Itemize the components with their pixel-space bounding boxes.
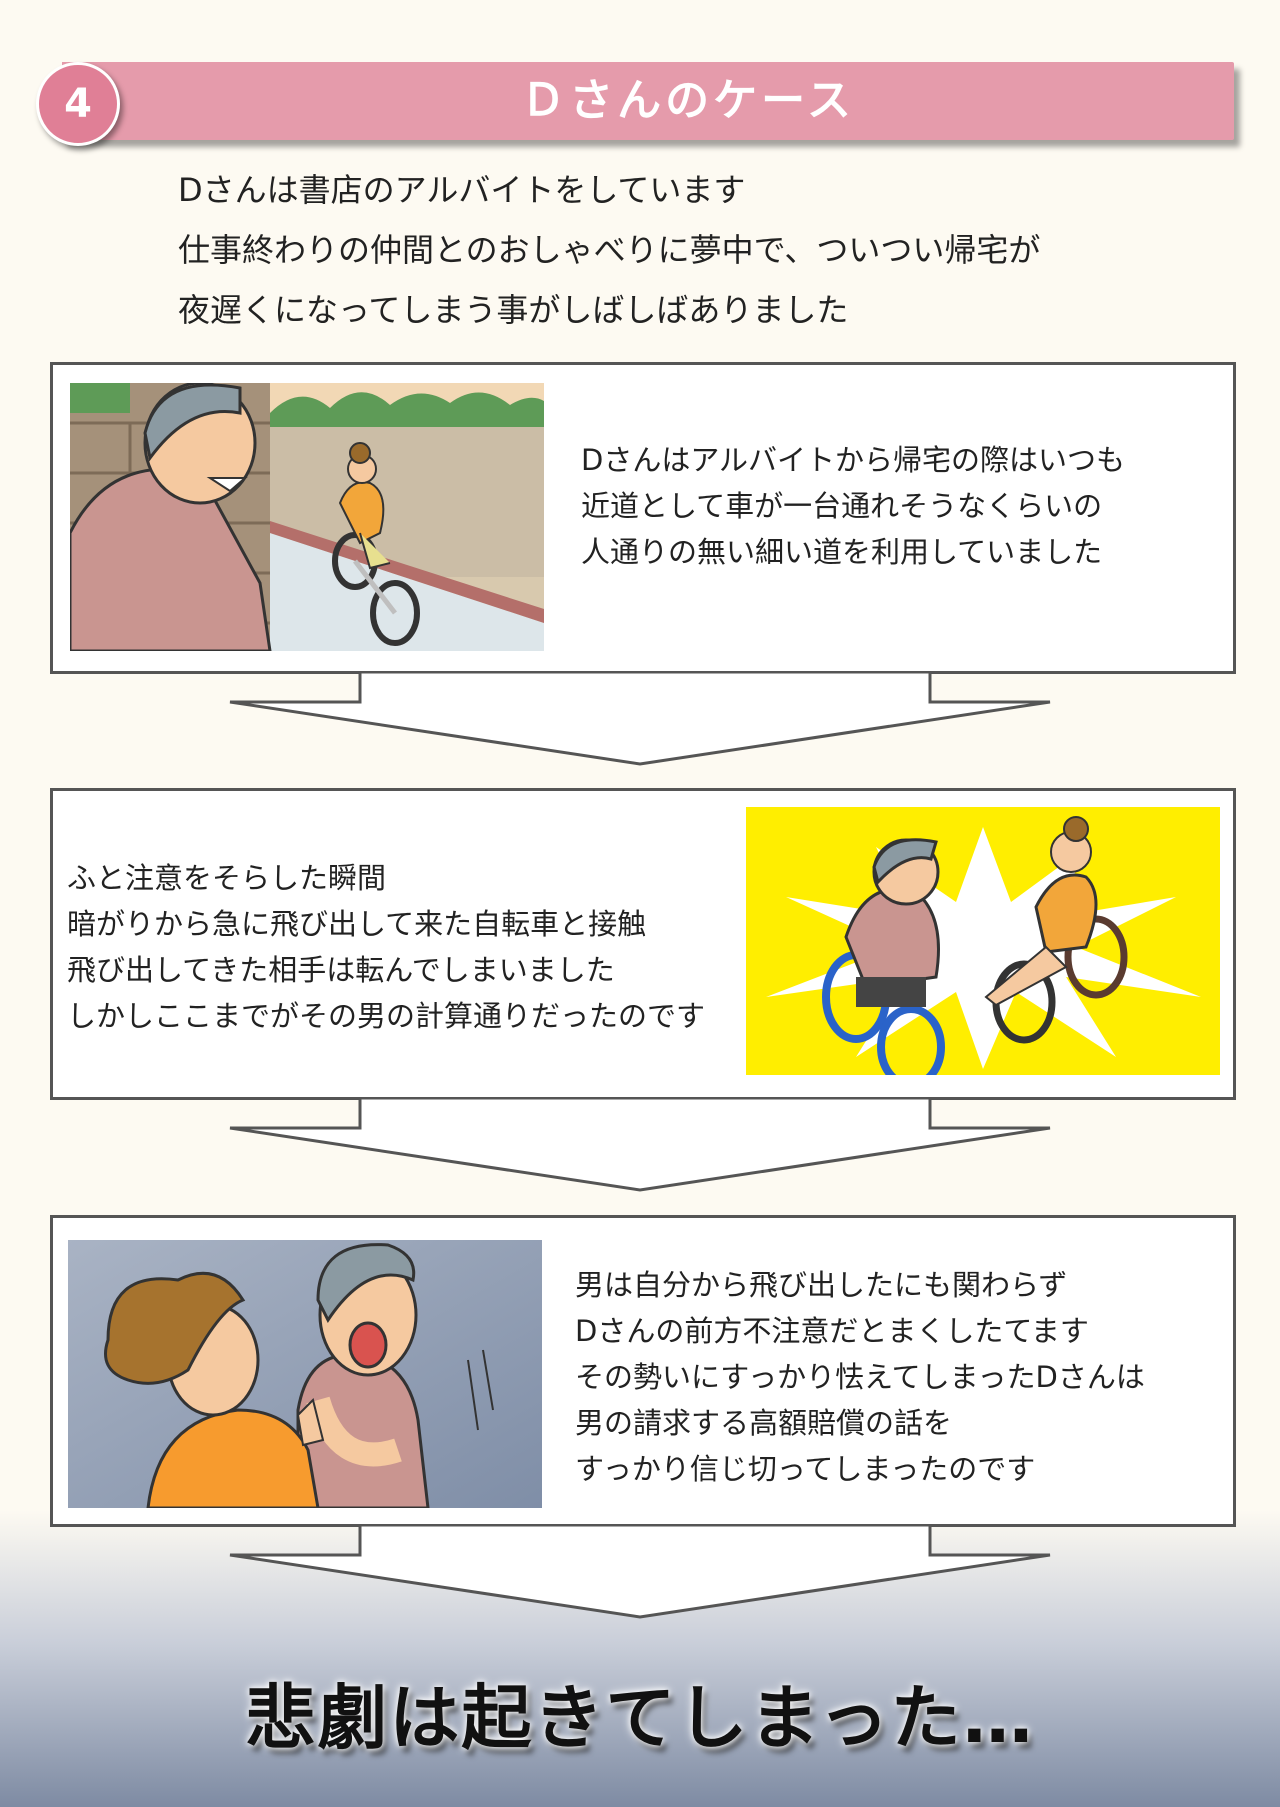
intro-line: 夜遅くになってしまう事がしばしばありました [178,291,849,329]
panel-line: 男は自分から飛び出したにも関わらず [575,1268,1068,1302]
panel-line: 男の請求する高額賠償の話を [575,1406,953,1440]
panel-line: 人通りの無い細い道を利用していました [581,535,1103,569]
panel-line: すっかり信じ切ってしまったのです [575,1452,1036,1486]
climax-heading: 悲劇は起きてしまった… [245,1677,1035,1759]
intro-line: 仕事終わりの仲間とのおしゃべりに夢中で、ついつい帰宅が [178,231,1041,269]
panel-line: 暗がりから急に飛び出して来た自転車と接触 [67,907,647,941]
panel-line: 飛び出してきた相手は転んでしまいました [67,953,615,987]
panel-line: Dさんの前方不注意だとまくしたてます [575,1314,1089,1348]
illustration-bicycle-collision [746,807,1220,1075]
panel-line: その勢いにすっかり怯えてしまったDさんは [575,1360,1145,1394]
panel-3-text: 男は自分から飛び出したにも関わらず Dさんの前方不注意だとまくしたてます その勢… [575,1262,1145,1492]
panel-line: Dさんはアルバイトから帰宅の際はいつも [581,443,1126,477]
story-panel-1: Dさんはアルバイトから帰宅の際はいつも 近道として車が一台通れそうなくらいの 人… [50,362,1236,674]
panel-line: しかしここまでがその男の計算通りだったのです [67,999,706,1033]
panel-line: 近道として車が一台通れそうなくらいの [581,489,1103,523]
intro-text: Dさんは書店のアルバイトをしています 仕事終わりの仲間とのおしゃべりに夢中で、つ… [178,160,1178,340]
panel-1-text: Dさんはアルバイトから帰宅の際はいつも 近道として車が一台通れそうなくらいの 人… [581,437,1125,575]
section-number-badge: 4 [36,62,120,146]
intro-line: Dさんは書店のアルバイトをしています [178,171,746,209]
down-arrow-1 [229,672,1051,766]
section-header: Ｄさんのケース [62,62,1234,140]
story-panel-2: ふと注意をそらした瞬間 暗がりから急に飛び出して来た自転車と接触 飛び出してきた… [50,788,1236,1100]
down-arrow-3 [229,1525,1051,1619]
illustration-narrow-road [70,383,544,651]
illustration-confrontation [68,1240,542,1508]
panel-2-text: ふと注意をそらした瞬間 暗がりから急に飛び出して来た自転車と接触 飛び出してきた… [67,855,705,1039]
down-arrow-2 [229,1098,1051,1192]
story-panel-3: 男は自分から飛び出したにも関わらず Dさんの前方不注意だとまくしたてます その勢… [50,1215,1236,1527]
panel-line: ふと注意をそらした瞬間 [67,861,387,895]
section-title: Ｄさんのケース [521,75,855,126]
